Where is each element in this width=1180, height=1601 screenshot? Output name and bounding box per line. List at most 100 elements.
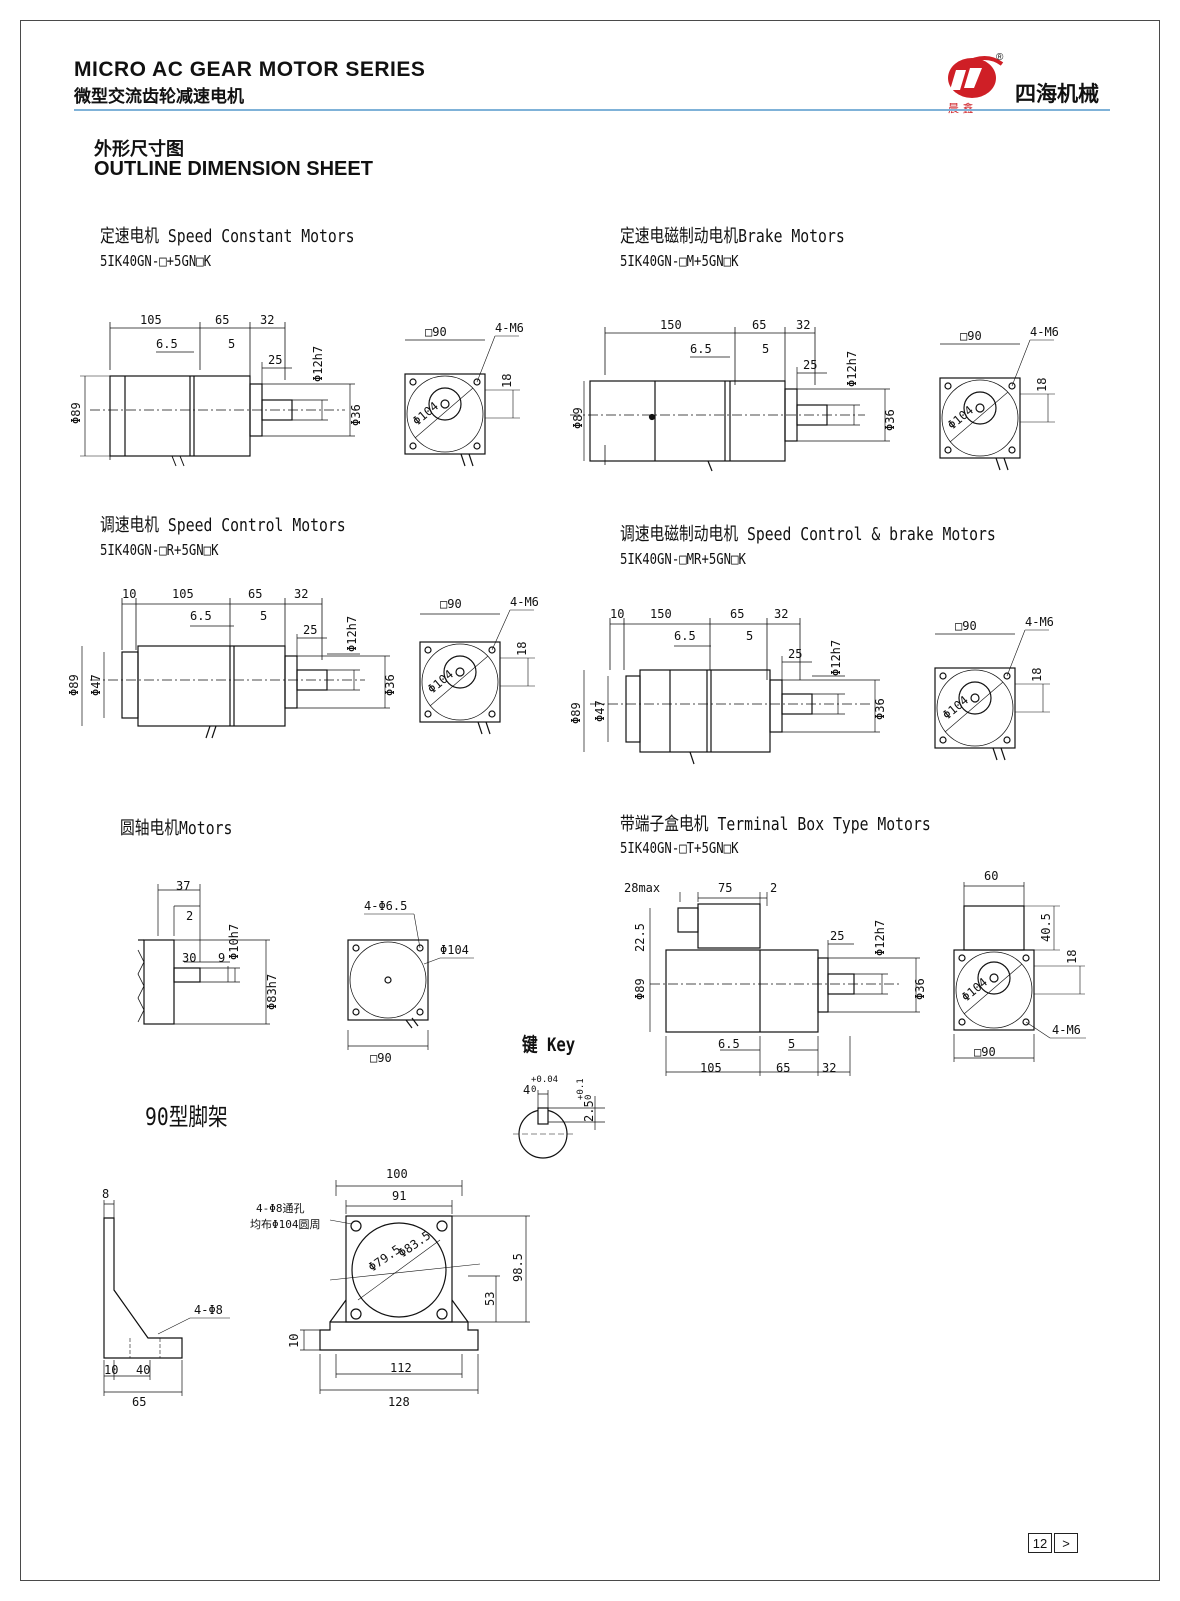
dim-47: Φ47 <box>89 674 103 696</box>
terminal-box-side-drawing: 28max 75 2 22.5 Φ89 25 Φ12h7 Φ36 6.5 5 1… <box>624 881 927 1076</box>
bracket-front-drawing: 100 91 4-Φ8通孔 均布Φ104圆周 Φ79.5 Φ83.5 98.5 … <box>250 1167 530 1409</box>
dim-5: 5 <box>762 342 769 356</box>
section-title-cn: 外形尺寸图 <box>94 139 184 159</box>
dim-5: 5 <box>260 609 267 623</box>
dim-2: 2 <box>770 881 777 895</box>
dim-25: 25 <box>268 353 282 367</box>
dim-30: 30 <box>182 951 196 965</box>
dim-10h7: Φ10h7 <box>227 924 241 960</box>
speed-control-model: 5IK40GN-□R+5GN□K <box>100 541 219 559</box>
key-width: 4 <box>523 1083 530 1097</box>
dim-25: 25 <box>803 358 817 372</box>
dim-104: Φ104 <box>440 943 469 957</box>
dim-60: 60 <box>984 869 998 883</box>
bracket-dim-98-5: 98.5 <box>511 1253 525 1282</box>
terminal-box-title: 带端子盒电机 Terminal Box Type Motors <box>620 814 931 835</box>
dim-25: 25 <box>303 623 317 637</box>
dim-89: Φ89 <box>67 674 81 696</box>
dim-36: Φ36 <box>873 698 887 720</box>
dim-4-m6: 4-M6 <box>1030 325 1059 339</box>
bracket-side-drawing: 8 4-Φ8 10 40 65 <box>102 1187 230 1409</box>
bracket-dim-112: 112 <box>390 1361 412 1375</box>
section-title-en: OUTLINE DIMENSION SHEET <box>94 158 373 180</box>
logo-letters: 晨 鑫 <box>948 101 974 115</box>
bracket-dim-100: 100 <box>386 1167 408 1181</box>
registered-mark: ® <box>996 52 1004 63</box>
dim-9: 9 <box>218 951 225 965</box>
dim-40-5: 40.5 <box>1039 913 1053 942</box>
header-divider <box>74 109 1110 111</box>
bracket-holes: 4-Φ8通孔 <box>256 1202 305 1215</box>
dim-25: 25 <box>830 929 844 943</box>
bracket-pcd: 均布Φ104圆周 <box>250 1218 321 1231</box>
dim-12h7: Φ12h7 <box>829 640 843 676</box>
dim-18: 18 <box>515 642 529 656</box>
dim-75: 75 <box>718 881 732 895</box>
bracket-dim-65: 65 <box>132 1395 146 1409</box>
dim-square-90: □90 <box>370 1051 392 1065</box>
dim-105: 105 <box>700 1061 722 1075</box>
dim-89: Φ89 <box>569 702 583 724</box>
dim-89: Φ89 <box>633 978 647 1000</box>
dim-25: 25 <box>788 647 802 661</box>
series-title-en: MICRO AC GEAR MOTOR SERIES <box>74 58 426 81</box>
dim-105: 105 <box>140 313 162 327</box>
key-width-tol0: 0 <box>531 1085 536 1095</box>
key-depth-tol0: 0 <box>584 1095 594 1100</box>
dim-150: 150 <box>660 318 682 332</box>
dim-104: Φ104 <box>410 399 441 428</box>
dim-104: Φ104 <box>945 403 976 432</box>
dim-4-m6: 4-M6 <box>495 321 524 335</box>
next-page-button[interactable]: > <box>1054 1533 1078 1553</box>
dim-65: 65 <box>248 587 262 601</box>
dim-65: 65 <box>730 607 744 621</box>
dim-12h7: Φ12h7 <box>345 616 359 652</box>
brand-logo: ® 晨 鑫 <box>948 52 1004 115</box>
dim-65: 65 <box>215 313 229 327</box>
terminal-box-front-drawing: 60 40.5 18 Φ104 4-M6 □90 <box>953 869 1086 1062</box>
dim-square-90: □90 <box>955 619 977 633</box>
series-title-cn: 微型交流齿轮减速电机 <box>74 87 244 106</box>
dim-square-90: □90 <box>440 597 462 611</box>
brake-title: 定速电磁制动电机Brake Motors <box>620 226 845 247</box>
key-drawing: 4 +0.04 0 2.5 +0.1 0 <box>513 1075 605 1159</box>
brand-name: 四海机械 <box>1015 83 1099 106</box>
dim-18: 18 <box>1035 378 1049 392</box>
dim-4-m6: 4-M6 <box>1052 1023 1081 1037</box>
dim-6-5: 6.5 <box>190 609 212 623</box>
brake-side-drawing: 150 65 32 6.5 5 25 Φ12h7 Φ36 Φ89 <box>570 318 897 472</box>
brake-front-drawing: □90 4-M6 18 Φ104 <box>939 325 1059 471</box>
dim-10: 10 <box>122 587 136 601</box>
dim-104: Φ104 <box>940 693 971 722</box>
bracket-title: 90型脚架 <box>145 1103 228 1131</box>
dim-4-6-5: 4-Φ6.5 <box>364 899 407 913</box>
dim-150: 150 <box>650 607 672 621</box>
bracket-dim-40: 40 <box>136 1363 150 1377</box>
dim-32: 32 <box>260 313 274 327</box>
dim-32: 32 <box>822 1061 836 1075</box>
speed-constant-title: 定速电机 Speed Constant Motors <box>100 226 355 247</box>
speed-constant-side-drawing: 105 65 32 6.5 5 25 Φ12h7 Φ36 Φ89 <box>69 313 363 467</box>
page-navigation: 12 > <box>1028 1533 1080 1553</box>
dim-5: 5 <box>228 337 235 351</box>
dim-12h7: Φ12h7 <box>873 920 887 956</box>
dim-18: 18 <box>1065 950 1079 964</box>
dim-22-5: 22.5 <box>633 923 647 952</box>
dim-36: Φ36 <box>913 978 927 1000</box>
speed-constant-front-drawing: □90 4-M6 18 Φ104 <box>404 321 524 467</box>
dim-4-m6: 4-M6 <box>510 595 539 609</box>
bracket-dim-53: 53 <box>483 1292 497 1306</box>
round-shaft-title: 圆轴电机Motors <box>120 818 233 839</box>
round-shaft-side-drawing: 37 2 30 9 Φ10h7 Φ83h7 <box>137 879 279 1025</box>
speed-control-brake-title: 调速电磁制动电机 Speed Control & brake Motors <box>620 524 996 545</box>
dim-65: 65 <box>752 318 766 332</box>
dim-10: 10 <box>610 607 624 621</box>
dim-104: Φ104 <box>425 667 456 696</box>
dim-square-90: □90 <box>425 325 447 339</box>
dim-65: 65 <box>776 1061 790 1075</box>
dim-32: 32 <box>774 607 788 621</box>
speed-control-side-drawing: 10 105 65 32 6.5 5 25 Φ12h7 Φ36 Φ89 Φ47 <box>67 587 397 739</box>
bracket-dim-91: 91 <box>392 1189 406 1203</box>
dim-36: Φ36 <box>883 409 897 431</box>
page-number: 12 <box>1028 1533 1052 1553</box>
